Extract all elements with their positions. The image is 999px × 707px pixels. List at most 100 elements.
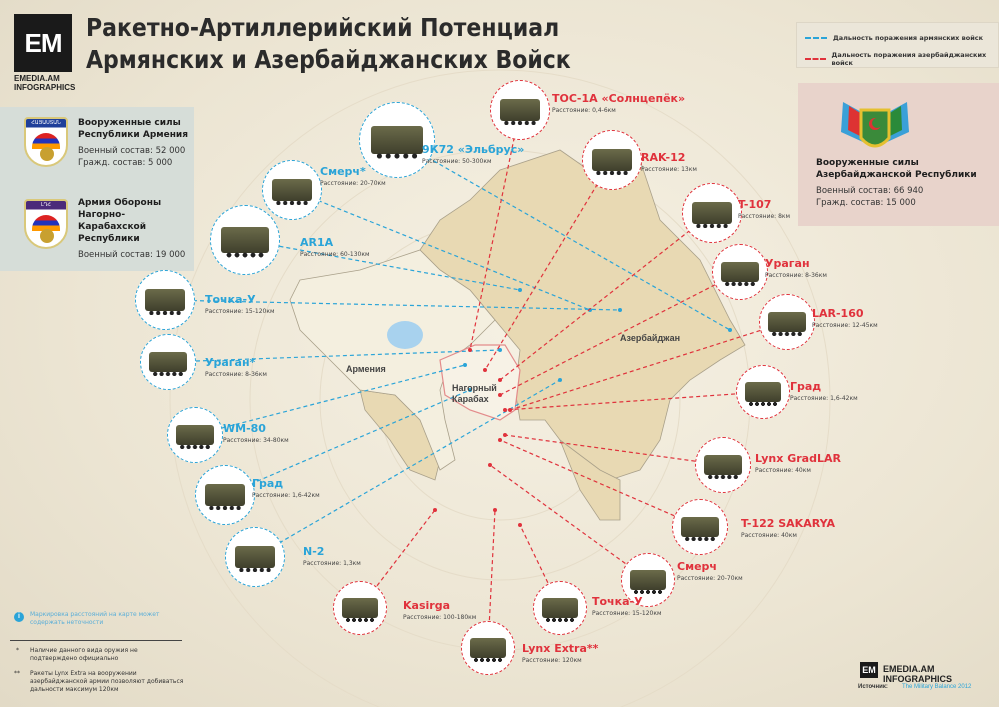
armenian-weapon-image [195, 465, 255, 525]
legend-label: Дальность поражения азербайджанских войс… [831, 51, 987, 67]
force-name: Вооруженные силы Республики Армения [78, 118, 189, 140]
legend: Дальность поражения армянских войск Даль… [796, 22, 999, 68]
armenian-target-dot [558, 378, 562, 382]
azerbaijani-weapon-image [672, 499, 728, 555]
civil-count: Гражд. состав: 15 000 [816, 198, 916, 208]
lake-sevan [387, 321, 423, 349]
azerbaijani-weapon-name: Lynx Extra** [522, 642, 599, 655]
armenian-range-line [396, 139, 731, 331]
azerbaijani-weapon-image [490, 80, 550, 140]
azerbaijani-weapon-image [695, 437, 751, 493]
armenian-range-line [244, 239, 521, 291]
footnote-2: Ракеты Lynx Extra на вооружении азербайд… [30, 670, 184, 693]
launcher-vehicle-icon [721, 261, 759, 287]
azerbaijani-weapon-image [621, 553, 675, 607]
launcher-vehicle-icon [144, 288, 186, 317]
armenian-target-dot [728, 328, 732, 332]
azerbaijani-range-line [504, 434, 724, 466]
azerbaijani-weapon-distance: Расстояние: 13км [641, 166, 697, 173]
azerbaijani-target-dot [518, 523, 522, 527]
armenia-forces-panel: ՀԱՅԱՍՏԱՆ Вооруженные силы Республики Арм… [0, 107, 194, 271]
source-link[interactable]: The Military Balance 2012 [902, 684, 972, 690]
azerbaijani-weapon-name: Lynx GradLAR [755, 452, 841, 465]
map-label-azerbaijan: Азербайджан [620, 333, 681, 343]
emedia-logo: EM [14, 14, 72, 72]
launcher-vehicle-icon [149, 351, 187, 377]
azerbaijani-weapon-name: T-107 [738, 198, 772, 211]
launcher-vehicle-icon [681, 516, 719, 542]
azerbaijani-weapon-image [533, 581, 587, 635]
azerbaijani-weapon-distance: Расстояние: 8-36км [765, 272, 827, 279]
armenian-range-line [167, 349, 501, 363]
azerbaijani-target-dot [498, 378, 502, 382]
azerbaijan-army-emblem [841, 102, 909, 148]
azerbaijani-weapon-distance: Расстояние: 15-120км [592, 610, 662, 617]
azerbaijani-weapon-name: RAK-12 [641, 151, 686, 164]
armenian-weapon-image [262, 160, 322, 220]
launcher-vehicle-icon [271, 178, 313, 207]
armenian-weapon-image [135, 270, 195, 330]
launcher-vehicle-icon [691, 201, 733, 230]
azerbaijani-range-line [499, 212, 713, 381]
armenian-weapon-name: WM-80 [223, 422, 266, 435]
azerbaijani-weapon-distance: Расстояние: 100-180км [403, 614, 477, 621]
azerbaijani-weapon-image [712, 244, 768, 300]
azerbaijani-weapon-image [736, 365, 790, 419]
footnote-1: Наличие данного вида оружия не подтвержд… [30, 647, 138, 662]
armenian-weapon-distance: Расстояние: 1,6-42км [252, 492, 320, 499]
armenian-weapon-name: Точка-У [205, 293, 256, 306]
armenian-weapon-name: Смерч* [320, 165, 366, 178]
azerbaijani-weapon-distance: Расстояние: 1,6-42км [790, 395, 858, 402]
armenia-army-emblem: ՀԱՅԱՍՏԱՆ [24, 117, 68, 167]
azerbaijan-forces-info: Вооруженные силы Азербайджанской Республ… [816, 157, 996, 209]
launcher-vehicle-icon [371, 125, 423, 160]
logo-subtitle: EMEDIA.AM INFOGRAPHICS [14, 74, 76, 92]
armenian-range-line [291, 189, 591, 311]
azerbaijani-target-dot [498, 438, 502, 442]
azerbaijani-weapon-name: T-122 SAKARYA [741, 517, 836, 530]
azerbaijani-range-line [469, 109, 521, 351]
armenian-target-dot [618, 308, 622, 312]
launcher-vehicle-icon [768, 311, 806, 337]
azerbaijani-weapon-image [682, 183, 742, 243]
azerbaijani-target-dot [468, 348, 472, 352]
armenian-weapon-distance: Расстояние: 50-300км [422, 158, 492, 165]
legend-label: Дальность поражения армянских войск [833, 34, 984, 42]
launcher-vehicle-icon [744, 382, 782, 407]
armenian-weapon-name: N-2 [303, 545, 325, 558]
azerbaijani-target-dot [503, 433, 507, 437]
launcher-vehicle-icon [469, 638, 507, 663]
azerbaijani-weapon-name: Смерч [677, 560, 717, 573]
armenian-range-line [164, 299, 621, 311]
karabakh-forces-info: Армия Обороны Нагорно-Карабахской Респуб… [78, 197, 193, 261]
legend-azerbaijani: Дальность поражения азербайджанских войс… [805, 51, 998, 67]
azerbaijani-target-dot [498, 393, 502, 397]
armenian-range-line [254, 379, 561, 558]
armenian-weapon-distance: Расстояние: 20-70км [320, 180, 386, 187]
armenian-weapon-distance: Расстояние: 34-80км [223, 437, 289, 444]
legend-armenian: Дальность поражения армянских войск [805, 34, 983, 42]
azerbaijani-weapon-distance: Расстояние: 120км [522, 657, 582, 664]
footnote-mark: ** [14, 670, 20, 677]
armenian-weapon-name: Ураган* [205, 356, 256, 369]
azerbaijani-range-line [504, 391, 764, 411]
azerbaijani-target-dot [493, 508, 497, 512]
map-label-karabakh: Нагорный Карабах [452, 383, 497, 404]
azerbaijani-range-line [484, 159, 613, 371]
armenian-target-dot [498, 348, 502, 352]
azerbaijani-range-line [499, 439, 701, 528]
azerbaijani-range-line [489, 464, 649, 581]
azerbaijani-target-dot [483, 368, 487, 372]
azerbaijani-weapon-distance: Расстояние: 40км [741, 532, 797, 539]
footer-logo: EM [860, 662, 878, 678]
launcher-vehicle-icon [499, 98, 541, 127]
azerbaijani-range-line [499, 271, 741, 396]
azerbaijani-weapon-distance: Расстояние: 40км [755, 467, 811, 474]
south-territory [559, 438, 621, 521]
azerbaijani-weapon-distance: Расстояние: 0,4-6км [552, 107, 616, 114]
armenian-range-line [194, 364, 466, 436]
armenian-weapon-distance: Расстояние: 15-120км [205, 308, 275, 315]
azerbaijani-weapon-image [333, 581, 387, 635]
armenian-target-dot [468, 388, 472, 392]
